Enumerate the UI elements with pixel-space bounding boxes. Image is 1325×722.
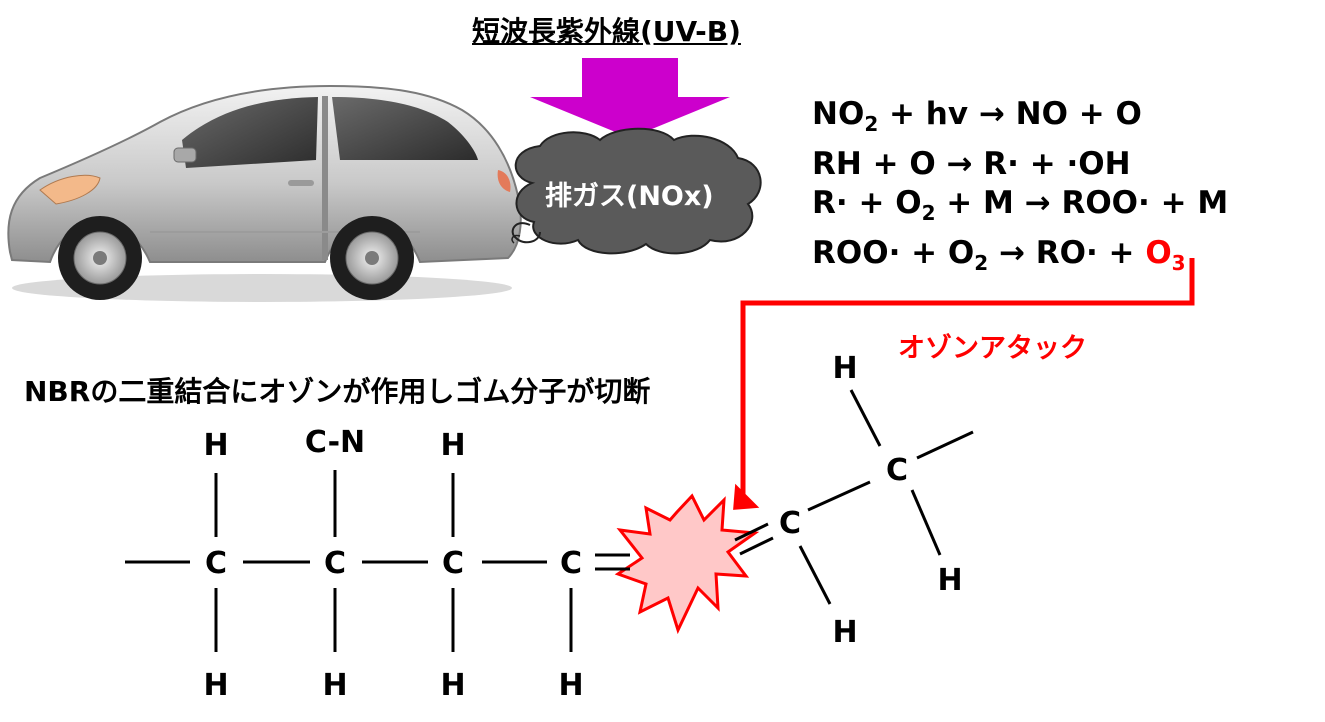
uv-arrow xyxy=(530,58,730,138)
atom-labels: H C-N H C C C C H H H H H C C H H xyxy=(203,351,962,703)
ozone-attack-arrowhead xyxy=(733,483,760,510)
bond-lines xyxy=(125,389,974,652)
atom-h-fragment-bottom: H xyxy=(832,615,857,650)
nbr-caption: NBRの二重結合にオゾンが作用しゴム分子が切断 xyxy=(24,375,651,408)
atom-h-fragment-top: H xyxy=(832,351,857,386)
atom-c-2: C xyxy=(324,546,346,581)
equation-3: R· + O2 + M → ROO· + M xyxy=(812,184,1228,234)
equation-3-part-b: + M → ROO· + M xyxy=(935,185,1229,221)
atom-h-top-1: H xyxy=(203,428,228,463)
equation-4-subscript: 2 xyxy=(974,250,989,275)
ozone-attack-path xyxy=(740,258,1195,498)
atom-h-bottom-3: H xyxy=(440,668,465,703)
equation-3-subscript: 2 xyxy=(921,201,936,225)
atom-cn-top: C-N xyxy=(305,425,365,460)
ozone-symbol: O xyxy=(1145,234,1172,271)
uvb-title: 短波長紫外線(UV-B) xyxy=(472,15,741,48)
atom-c-4: C xyxy=(560,546,582,581)
ozone-attack-label: オゾンアタック xyxy=(898,333,1087,364)
reaction-equations: NO2 + hv → NO + O RH + O → R· + ·OH R· +… xyxy=(812,95,1228,283)
atom-c-1: C xyxy=(205,546,227,581)
equation-1-subscript: 2 xyxy=(864,112,879,136)
equation-1-part-a: NO xyxy=(812,96,865,132)
atom-h-bottom-2: H xyxy=(322,668,347,703)
equation-1-part-b: + hv → NO + O xyxy=(878,96,1142,132)
equation-3-part-a: R· + O xyxy=(812,185,922,221)
exhaust-cloud xyxy=(511,127,762,255)
equation-1: NO2 + hv → NO + O xyxy=(812,95,1228,145)
atom-h-bottom-1: H xyxy=(203,668,228,703)
atom-h-bottom-4: H xyxy=(558,668,583,703)
car-illustration xyxy=(7,84,522,302)
exhaust-label: 排ガス(NOx) xyxy=(545,181,714,212)
ozone-formula: O3 xyxy=(1145,234,1185,275)
atom-c-fragment-2: C xyxy=(886,453,908,488)
equation-4: ROO· + O2 → RO· + O3 xyxy=(812,234,1228,284)
atom-c-3: C xyxy=(442,546,464,581)
equation-4-part-b: → RO· + xyxy=(988,234,1146,271)
cleavage-burst xyxy=(614,493,760,635)
atom-h-fragment-right: H xyxy=(937,563,962,598)
equation-2: RH + O → R· + ·OH xyxy=(812,145,1131,182)
ozone-subscript: 3 xyxy=(1171,250,1186,275)
equation-4-part-a: ROO· + O xyxy=(812,234,975,271)
atom-c-fragment-1: C xyxy=(779,506,801,541)
atom-h-top-3: H xyxy=(440,428,465,463)
